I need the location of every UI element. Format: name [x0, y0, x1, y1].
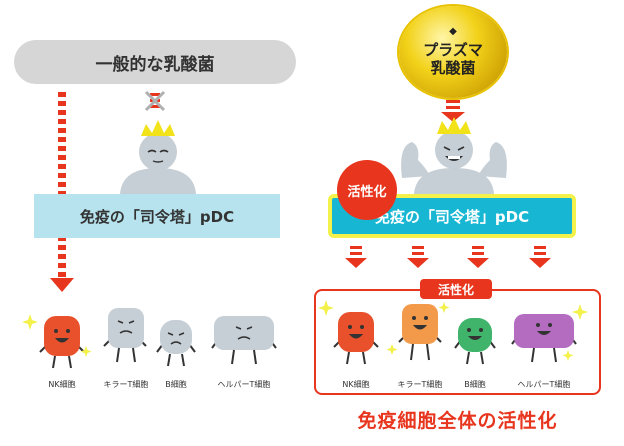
right-pdc-label: 免疫の「司令塔」pDC — [374, 207, 530, 226]
left-cell-label-killer-t: キラーT細胞 — [103, 380, 149, 389]
left-title-pill: 一般的な乳酸菌 — [14, 40, 296, 84]
activation-circle-label: 活性化 — [347, 184, 387, 200]
right-cell-killer-t — [386, 302, 450, 361]
right-top-arrow — [441, 100, 465, 122]
right-cell-label-helper-t: ヘルパーT細胞 — [517, 380, 571, 389]
left-pdc-label: 免疫の「司令塔」pDC — [79, 207, 235, 226]
bottom-caption: 免疫細胞全体の活性化 — [357, 410, 558, 432]
left-title: 一般的な乳酸菌 — [95, 54, 215, 75]
plasma-badge-line2: 乳酸菌 — [430, 59, 476, 77]
left-cell-b — [156, 320, 196, 367]
right-cell-label-killer-t: キラーT細胞 — [397, 380, 443, 389]
right-cell-helper-t — [511, 304, 588, 363]
diamond-icon: ◆ — [449, 26, 457, 37]
left-cell-nk — [22, 314, 92, 369]
activated-frame-label-text: 活性化 — [437, 282, 474, 297]
left-cell-label-nk: NK細胞 — [48, 380, 76, 389]
activated-frame-label: 活性化 — [420, 279, 492, 299]
left-blocked-arrow — [144, 90, 166, 112]
right-cell-label-nk: NK細胞 — [342, 380, 370, 389]
right-cell-label-b: B細胞 — [464, 380, 486, 389]
left-pdc-bar: 免疫の「司令塔」pDC — [34, 194, 280, 238]
activation-circle: 活性化 — [337, 160, 397, 220]
left-cell-helper-t — [211, 316, 277, 365]
right-cell-nk — [318, 300, 379, 365]
right-pdc-character — [401, 117, 507, 194]
right-down-arrows — [345, 246, 551, 268]
plasma-badge: ◆ プラズマ 乳酸菌 — [399, 6, 507, 98]
right-cell-b — [454, 318, 496, 365]
plasma-badge-line1: プラズマ — [423, 41, 483, 59]
left-cell-label-helper-t: ヘルパーT細胞 — [217, 380, 271, 389]
left-cell-killer-t — [103, 308, 147, 363]
left-long-arrow — [50, 92, 74, 292]
left-pdc-character — [120, 120, 196, 194]
left-cell-label-b: B細胞 — [165, 380, 187, 389]
